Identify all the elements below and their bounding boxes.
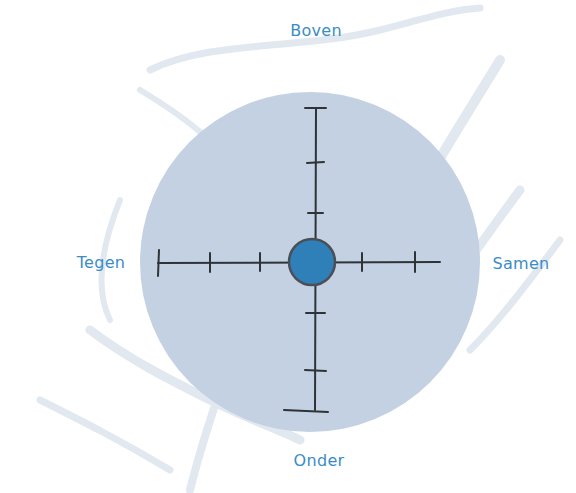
axis-label: Samen bbox=[492, 254, 549, 273]
compass-circle bbox=[140, 92, 480, 432]
axes bbox=[158, 108, 440, 412]
hand-sketch bbox=[40, 8, 560, 490]
axis-label: Boven bbox=[290, 21, 342, 40]
axis-label: Tegen bbox=[77, 253, 126, 272]
center-dot bbox=[289, 239, 335, 285]
axis-label: Onder bbox=[294, 451, 345, 470]
